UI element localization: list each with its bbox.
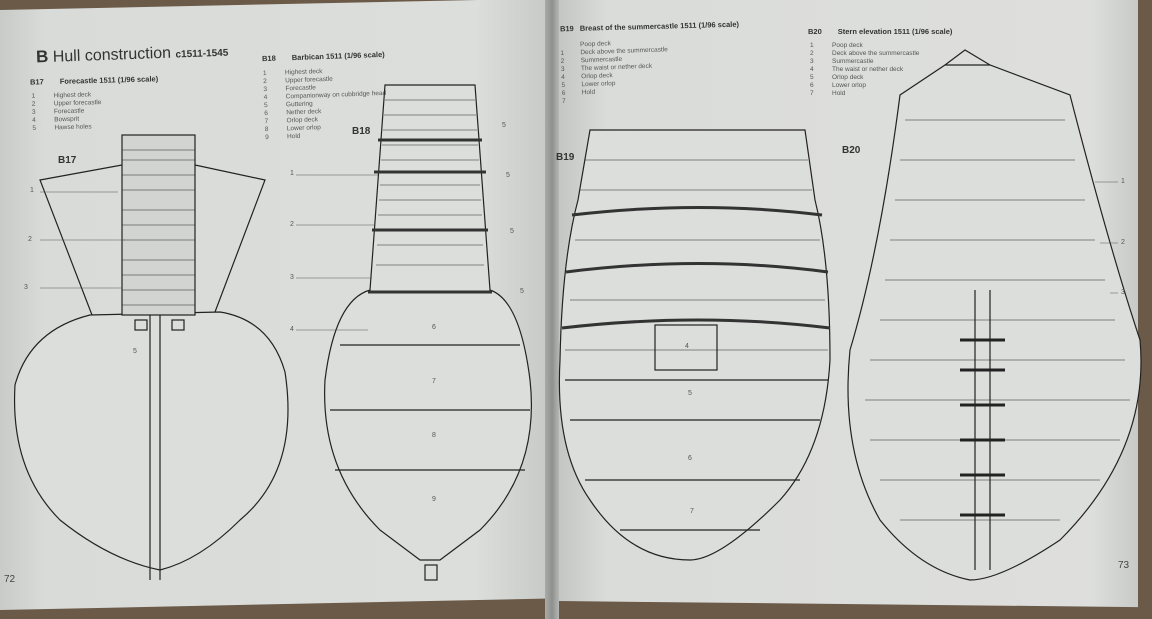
- callout: 4: [290, 326, 294, 333]
- b18-barbican-drawing: [324, 84, 533, 581]
- b17-forecastle-drawing: [13, 134, 289, 580]
- b19-summercastle-drawing: [558, 129, 831, 561]
- callout: 7: [432, 378, 436, 385]
- book-gutter: [545, 0, 559, 619]
- page-number-left: 72: [4, 574, 16, 585]
- callout: 5: [133, 348, 137, 355]
- callout: 5: [688, 390, 692, 397]
- callout: 5: [510, 228, 514, 235]
- b19-figure-label: B19: [556, 152, 575, 163]
- callout: 6: [688, 455, 692, 462]
- callout: 1: [1121, 178, 1125, 185]
- callout: 5: [520, 288, 524, 295]
- b20-figure-label: B20: [842, 145, 861, 156]
- callout: 5: [506, 172, 510, 179]
- section-letter: B: [35, 46, 49, 67]
- callout: 6: [432, 324, 436, 331]
- callout: 2: [290, 221, 294, 228]
- callout: 3: [1121, 289, 1125, 296]
- b20-stern-drawing: [847, 49, 1142, 581]
- callout: 3: [290, 274, 294, 281]
- b17-figure-label: B17: [58, 155, 77, 166]
- section-title: Hull construction: [52, 44, 172, 66]
- callout: 5: [502, 122, 506, 129]
- b18-figure-label: B18: [352, 126, 371, 137]
- callout: 1: [30, 187, 34, 194]
- callout: 2: [1121, 239, 1125, 246]
- callout: 7: [690, 508, 694, 515]
- page-number-right: 73: [1118, 560, 1130, 571]
- callout: 9: [432, 496, 436, 503]
- callout: 3: [24, 284, 28, 291]
- callout: 1: [290, 170, 294, 177]
- callout: 2: [28, 236, 32, 243]
- callout: 4: [685, 343, 689, 350]
- section-dates: c1511-1545: [175, 47, 229, 61]
- callout: 8: [432, 432, 436, 439]
